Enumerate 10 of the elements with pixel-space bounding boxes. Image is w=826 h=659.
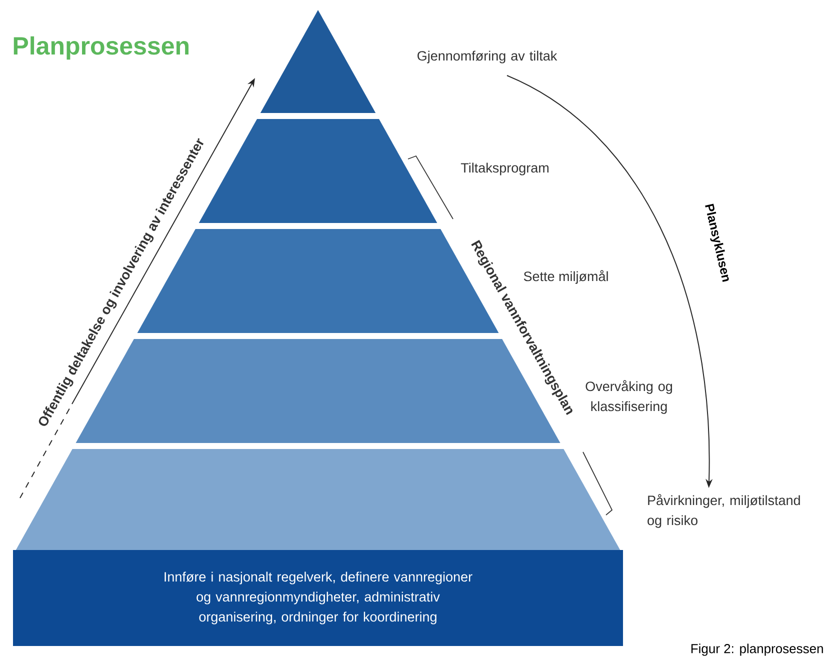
step-label: Sette miljømål (524, 270, 608, 284)
step-label: Tiltaksprogram (460, 162, 548, 176)
step-label: Påvirkninger, miljøtilstand og risiko (648, 494, 800, 528)
step-label: Overvåking og klassifisering (586, 380, 672, 414)
text-box: Innføre i nasjonalt regelverk, definere vannregioner og vannregionmyndigheter, administrativ organisering, ordninger for koordinering (13, 550, 623, 646)
pyramid-tier (14, 449, 622, 553)
pyramid-tier (260, 10, 376, 113)
caption: Figur 2: planprosessen (691, 644, 823, 656)
step-label: Gjennomføring av tiltak (418, 50, 558, 64)
title: Planprosessen (14, 36, 188, 60)
